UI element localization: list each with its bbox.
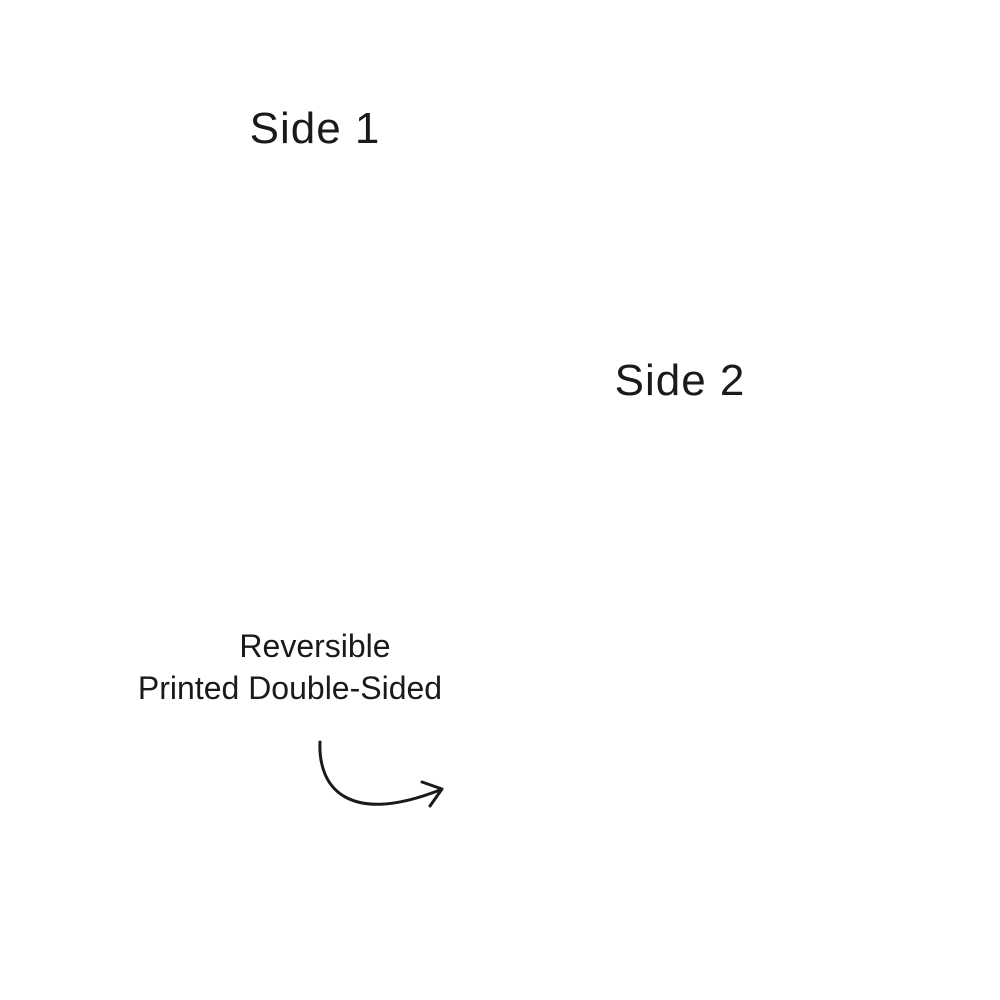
description-line1: Reversible [239, 628, 391, 664]
side2-label: Side 2 [614, 356, 746, 405]
side1-label: Side 1 [249, 104, 381, 153]
description-line2: Printed Double-Sided [137, 670, 443, 706]
